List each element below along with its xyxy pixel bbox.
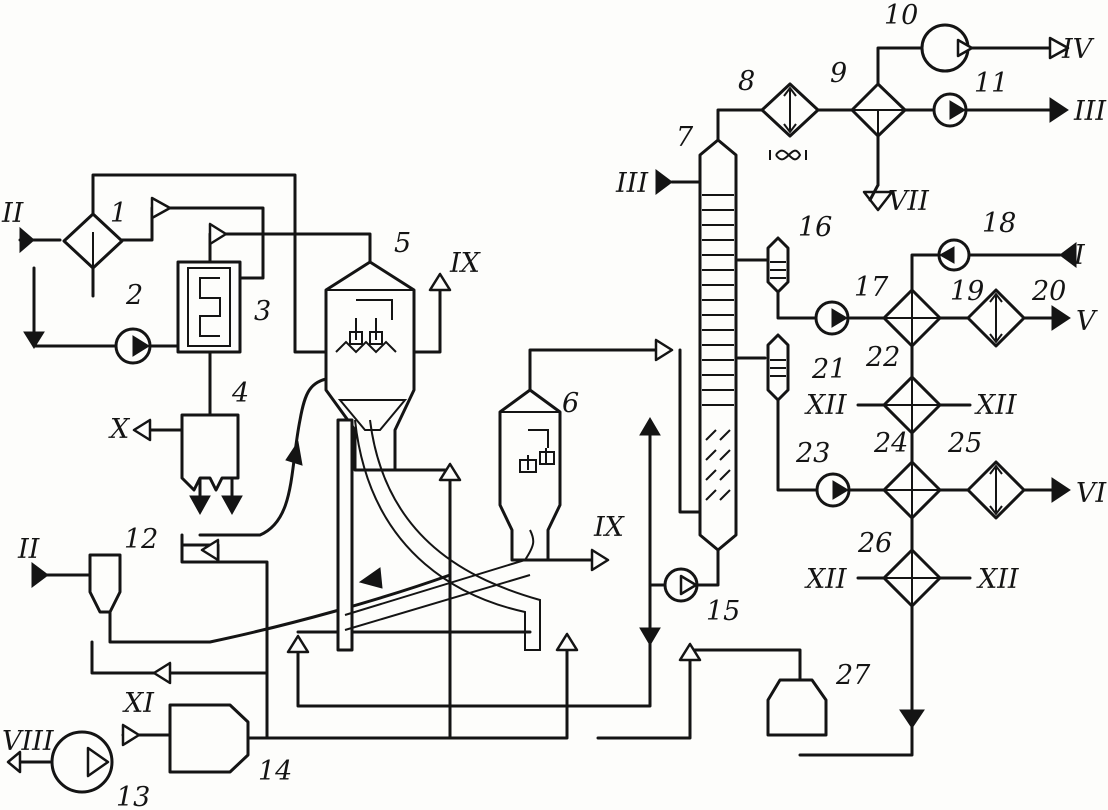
vessel-12 — [88, 553, 122, 614]
stream-IV: IV — [1061, 34, 1095, 65]
pump-23 — [815, 472, 851, 508]
heat-exchanger-22 — [882, 375, 942, 435]
stream-II-top: II — [1, 198, 25, 229]
heat-exchanger-1 — [62, 212, 124, 296]
stream-VIII: VIII — [2, 726, 55, 757]
stream-VII: VII — [888, 186, 930, 217]
label-9: 9 — [830, 58, 847, 89]
column-trays — [702, 194, 734, 501]
label-10: 10 — [884, 0, 918, 31]
label-11: 11 — [974, 68, 1008, 99]
stream-V: V — [1076, 306, 1098, 337]
label-5: 5 — [394, 228, 411, 259]
pump-17 — [814, 300, 850, 336]
transport-lines — [336, 418, 541, 652]
stream-I: I — [1073, 240, 1086, 271]
label-18: 18 — [982, 208, 1016, 239]
label-23: 23 — [795, 438, 830, 469]
label-13: 13 — [116, 782, 150, 810]
air-blower-13 — [50, 730, 114, 794]
stripper-16 — [766, 236, 790, 294]
label-8: 8 — [738, 66, 755, 97]
label-12: 12 — [124, 524, 158, 555]
label-7: 7 — [676, 122, 694, 153]
cooler-20 — [966, 288, 1026, 348]
stream-III-right: III — [1073, 96, 1107, 127]
label-21: 21 — [811, 354, 846, 385]
reactor-5 — [324, 260, 416, 472]
label-24: 24 — [873, 428, 908, 459]
heat-exchanger-19 — [882, 288, 942, 348]
heat-exchanger-24 — [882, 460, 942, 520]
regenerator-hopper-4 — [180, 413, 240, 492]
stream-labels: II II IV III III I V VI VII VIII IX IX X… — [1, 34, 1107, 757]
compressor-10 — [920, 23, 974, 73]
stream-VI: VI — [1076, 478, 1107, 509]
furnace-3 — [176, 260, 242, 354]
label-15: 15 — [706, 596, 740, 627]
label-19: 19 — [950, 276, 984, 307]
pump-15 — [663, 567, 699, 603]
label-26: 26 — [857, 528, 892, 559]
stream-XI: XI — [122, 688, 155, 719]
label-6: 6 — [562, 388, 579, 419]
label-27: 27 — [835, 660, 871, 691]
separator-9 — [850, 82, 907, 138]
pump-18 — [937, 238, 971, 272]
label-1: 1 — [110, 198, 127, 229]
label-3: 3 — [254, 296, 271, 327]
pump-2 — [114, 327, 152, 365]
heat-exchanger-26 — [882, 548, 942, 608]
stripper-21 — [766, 333, 790, 402]
stream-II-left: II — [17, 534, 41, 565]
label-22: 22 — [865, 342, 900, 373]
label-17: 17 — [854, 272, 889, 303]
stream-XII-22-left: XII — [804, 390, 848, 421]
tank-27 — [766, 678, 828, 737]
air-cooler-8 — [760, 82, 820, 161]
label-14: 14 — [258, 756, 292, 787]
pump-11 — [932, 92, 968, 128]
label-4: 4 — [231, 378, 249, 409]
air-heater-14 — [168, 703, 250, 774]
label-2: 2 — [125, 280, 143, 311]
stream-III-left: III — [615, 168, 649, 199]
label-25: 25 — [947, 428, 982, 459]
cooler-25 — [966, 460, 1026, 520]
pipelines — [18, 46, 1062, 764]
equipment — [50, 23, 1026, 794]
label-16: 16 — [798, 212, 832, 243]
stream-IX-top: IX — [449, 248, 482, 279]
equipment-numbers: 1 2 3 4 5 6 7 8 9 10 11 12 13 14 15 16 1… — [110, 0, 1066, 810]
stream-IX-right: IX — [593, 512, 626, 543]
stream-XII-26-right: XII — [976, 564, 1020, 595]
stream-X: X — [108, 414, 131, 445]
stream-XII-22-right: XII — [974, 390, 1018, 421]
fractionator-7 — [698, 138, 738, 552]
flow-arrows — [6, 36, 1077, 774]
reactor-6 — [498, 388, 562, 562]
stream-XII-26-left: XII — [804, 564, 848, 595]
label-20: 20 — [1031, 276, 1066, 307]
